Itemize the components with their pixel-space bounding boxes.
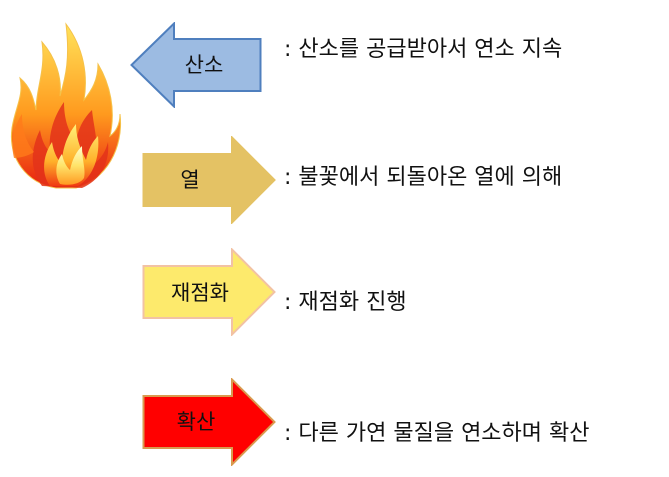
oxygen-arrow bbox=[130, 22, 262, 108]
spread-label: 확산 bbox=[176, 410, 216, 434]
reignition-arrow bbox=[142, 248, 276, 336]
reignition-label: 재점화 bbox=[171, 281, 229, 305]
oxygen-description: : 산소를 공급받아서 연소 지속 bbox=[284, 37, 563, 62]
right-arrow-shape bbox=[142, 378, 276, 466]
right-arrow-shape bbox=[142, 248, 276, 336]
heat-label: 열 bbox=[180, 168, 200, 192]
flame-icon bbox=[10, 22, 122, 189]
spread-description: : 다른 가연 물질을 연소하며 확산 bbox=[284, 421, 590, 446]
left-arrow-shape bbox=[130, 22, 262, 108]
heat-description: : 불꽃에서 되돌아온 열에 의해 bbox=[284, 165, 563, 190]
right-arrow-shape bbox=[142, 136, 276, 224]
oxygen-label: 산소 bbox=[184, 53, 224, 77]
heat-arrow bbox=[142, 136, 276, 224]
reignition-description: : 재점화 진행 bbox=[284, 290, 407, 315]
spread-arrow bbox=[142, 378, 276, 466]
